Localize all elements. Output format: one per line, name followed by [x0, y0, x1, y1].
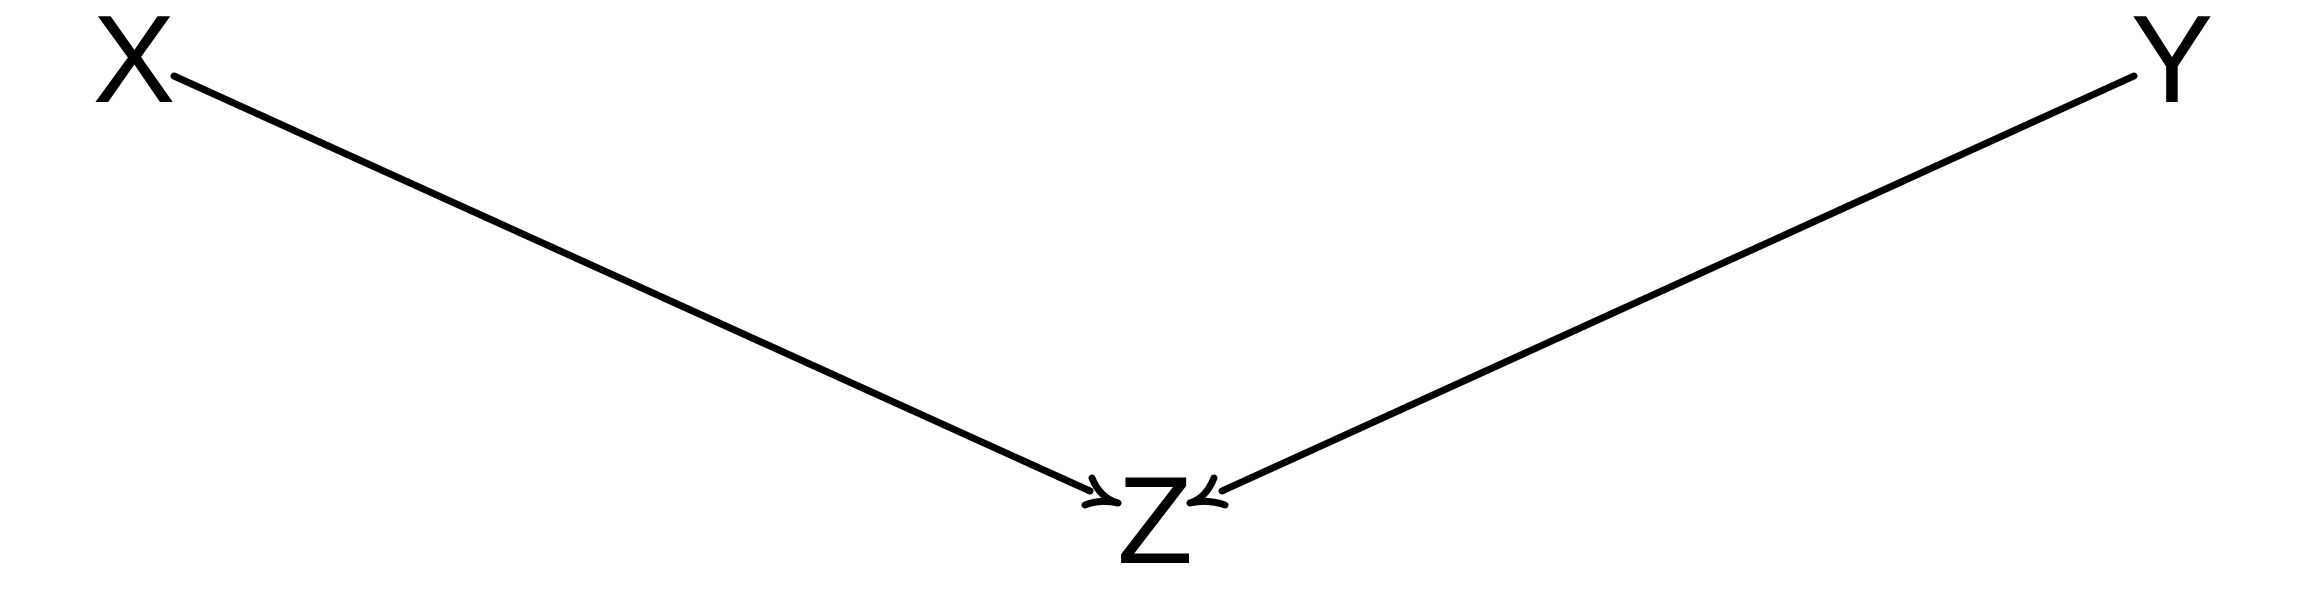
edge-y-to-z — [1186, 72, 2138, 509]
edge-x-to-z — [170, 72, 1122, 509]
node-z-label: Z — [1117, 452, 1193, 590]
edge-x-to-z-line — [170, 72, 1094, 495]
edge-x-to-z-arrowhead — [1081, 474, 1122, 509]
edge-y-to-z-line — [1218, 72, 2138, 495]
node-x-label: X — [92, 0, 176, 129]
edge-y-to-z-arrowhead — [1186, 474, 1229, 509]
causal-graph — [170, 72, 2138, 509]
node-y-label: Y — [2130, 0, 2214, 129]
